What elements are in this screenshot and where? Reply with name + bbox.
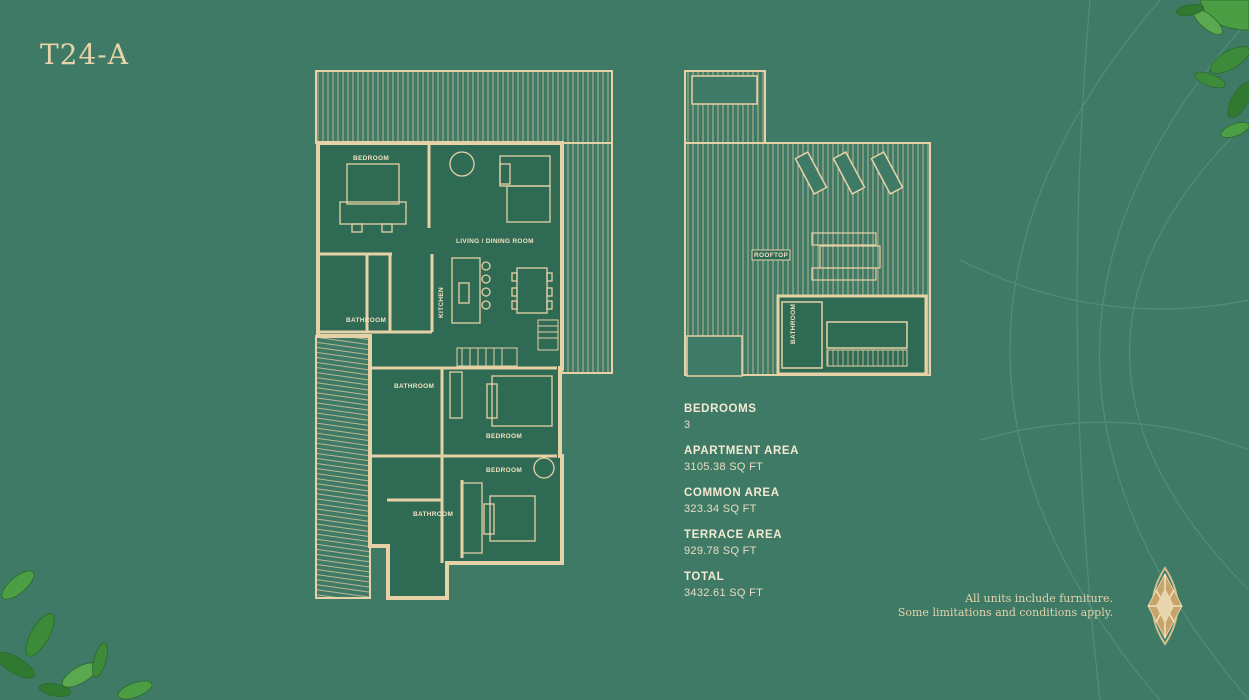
spec-label: APARTMENT AREA <box>684 445 800 457</box>
unit-specs: BEDROOMS 3 APARTMENT AREA 3105.38 SQ FT … <box>684 403 799 613</box>
spec-common-area: COMMON AREA 323.34 SQ FT <box>684 487 799 515</box>
spec-total: TOTAL 3432.61 SQ FT <box>684 571 799 599</box>
spec-label: TERRACE AREA <box>684 529 783 541</box>
room-label-bathroom-1: BATHROOM <box>346 317 386 324</box>
room-label-kitchen: KITCHEN <box>438 287 445 318</box>
spec-value: 929.78 SQ FT <box>684 545 757 557</box>
brand-emblem-logo <box>1147 566 1183 646</box>
spec-terrace-area: TERRACE AREA 929.78 SQ FT <box>684 529 799 557</box>
room-label-living: LIVING / DINING ROOM <box>456 238 534 245</box>
terrace-left <box>315 335 371 599</box>
terrace-top <box>315 70 613 144</box>
spec-bedrooms: BEDROOMS 3 <box>684 403 799 431</box>
room-label-rooftop: ROOFTOP <box>754 252 788 259</box>
disclaimer-line-1: All units include furniture. <box>965 592 1113 605</box>
room-label-bathroom-2: BATHROOM <box>394 383 434 390</box>
spec-apartment-area: APARTMENT AREA 3105.38 SQ FT <box>684 445 799 473</box>
unit-title: T24-A <box>40 38 129 71</box>
spec-value: 323.34 SQ FT <box>684 503 757 515</box>
floor-plan: BEDROOM LIVING / DINING ROOM KITCHEN BAT… <box>315 70 613 600</box>
spec-value: 3105.38 SQ FT <box>684 461 764 473</box>
room-label-bathroom-3: BATHROOM <box>413 511 453 518</box>
terrace-right <box>561 142 613 374</box>
disclaimer: All units include furniture. Some limita… <box>898 592 1113 620</box>
room-label-bedroom-1: BEDROOM <box>353 155 389 162</box>
roof-plan: ROOFTOP BATHROOM <box>684 70 931 377</box>
spec-value: 3 <box>684 419 691 431</box>
spec-value: 3432.61 SQ FT <box>684 587 764 599</box>
spec-label: TOTAL <box>684 571 725 583</box>
room-label-bedroom-3: BEDROOM <box>486 467 522 474</box>
spec-label: BEDROOMS <box>684 403 757 415</box>
room-label-roof-bathroom: BATHROOM <box>790 304 797 344</box>
leaves-decoration-top-right <box>1175 0 1249 139</box>
leaves-decoration-bottom-left <box>0 570 153 700</box>
room-label-bedroom-2: BEDROOM <box>486 433 522 440</box>
spec-label: COMMON AREA <box>684 487 780 499</box>
disclaimer-line-2: Some limitations and conditions apply. <box>897 606 1113 619</box>
outer-walls <box>316 141 564 600</box>
